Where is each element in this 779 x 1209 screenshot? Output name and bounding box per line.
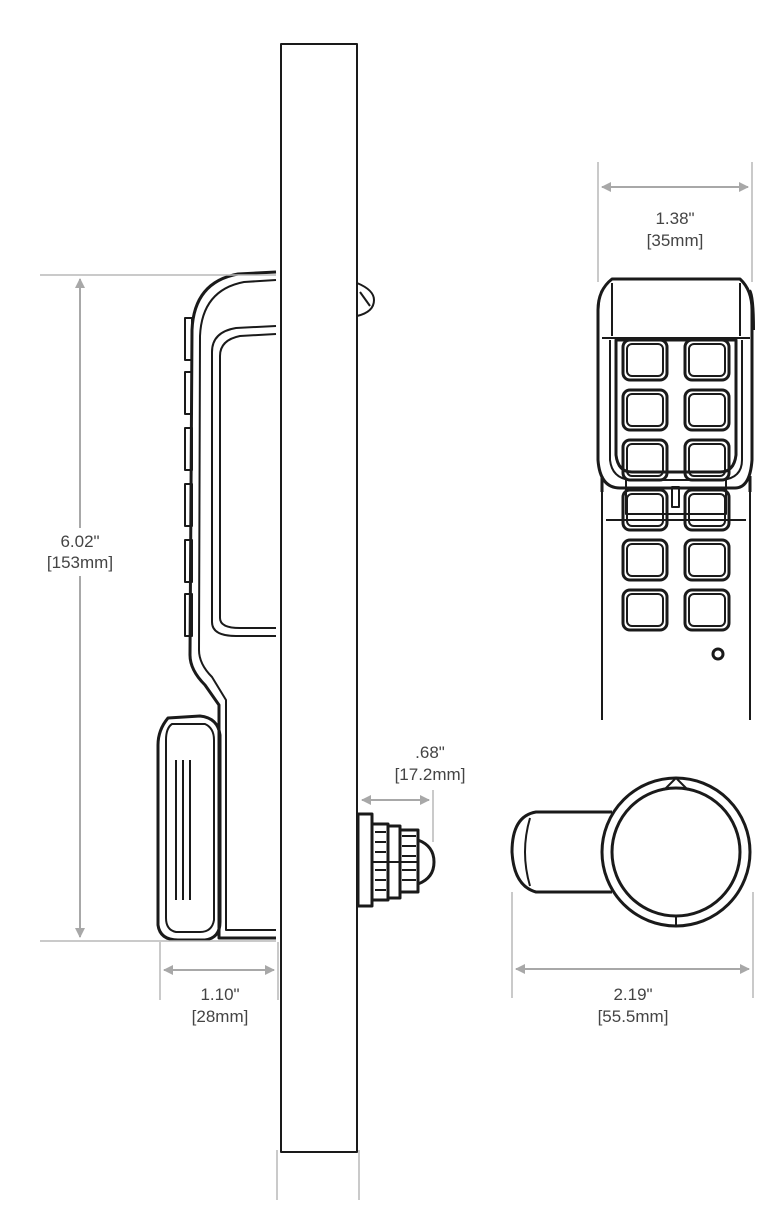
- keypad-button: [621, 438, 669, 482]
- side-key-bumps: [184, 317, 193, 637]
- keypad-grid: [621, 338, 731, 632]
- overall-width-inches-label: 2.19": [613, 985, 652, 1004]
- front-face-inner: [614, 338, 738, 474]
- keypad-button: [683, 488, 731, 532]
- lever-arm-front: [510, 810, 612, 894]
- width-mm-label: [35mm]: [647, 231, 704, 250]
- keypad-button: [621, 388, 669, 432]
- front-neck: [625, 479, 727, 515]
- lever-boss: [600, 776, 752, 928]
- keypad-button: [683, 538, 731, 582]
- keypad-button: [621, 538, 669, 582]
- lever-side: [156, 714, 222, 942]
- height-dimension: 6.02" [153mm]: [30, 274, 276, 942]
- spindle-assembly: [356, 812, 436, 908]
- depth-mm-label: [28mm]: [192, 1007, 249, 1026]
- keypad-button: [683, 388, 731, 432]
- height-inches-label: 6.02": [60, 532, 99, 551]
- overall-width-mm-label: [55.5mm]: [598, 1007, 669, 1026]
- spindle-dimension: .68" [17.2mm]: [361, 743, 466, 842]
- keypad-button: [621, 588, 669, 632]
- keypad-button: [683, 338, 731, 382]
- keypad-button: [621, 338, 669, 382]
- height-mm-label: [153mm]: [47, 553, 113, 572]
- depth-inches-label: 1.10": [200, 985, 239, 1004]
- indicator-led: [711, 647, 725, 661]
- mounting-screw: [356, 282, 375, 317]
- spindle-inches-label: .68": [415, 743, 445, 762]
- keypad-button: [683, 588, 731, 632]
- keypad-button: [683, 438, 731, 482]
- spindle-mm-label: [17.2mm]: [395, 765, 466, 784]
- depth-dimension: 1.10" [28mm]: [159, 942, 279, 1026]
- side-view: 6.02" [153mm] 1.10" [28mm] .68" [17.2mm]: [30, 43, 466, 1200]
- front-view: 1.38" [35mm] 2.19" [55.5mm]: [510, 162, 755, 1026]
- width-inches-label: 1.38": [655, 209, 694, 228]
- keypad-housing-side: [184, 270, 277, 940]
- width-dimension: 1.38" [35mm]: [597, 162, 753, 282]
- overall-width-dimension: 2.19" [55.5mm]: [511, 892, 754, 1026]
- keypad-button: [621, 488, 669, 532]
- door-panel: [280, 43, 358, 1153]
